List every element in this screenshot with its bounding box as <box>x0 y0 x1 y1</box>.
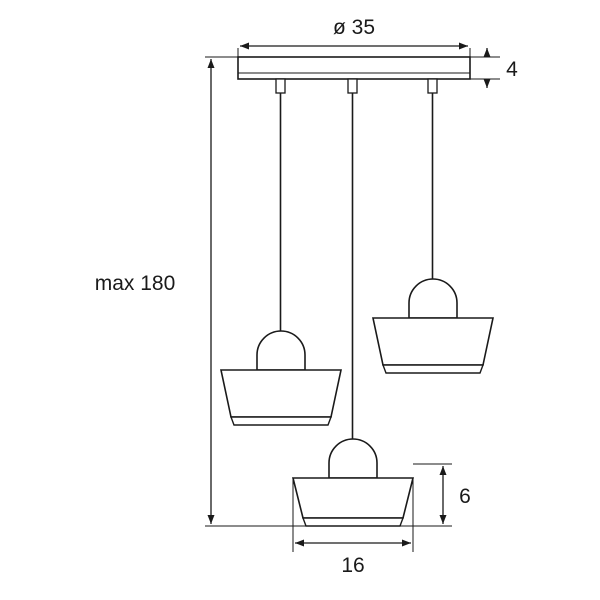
shade-center-rim <box>301 517 405 527</box>
shade-right-body <box>372 317 494 366</box>
label-max-drop: max 180 <box>95 272 176 295</box>
shade-left-rim <box>229 416 333 426</box>
socket-left <box>275 78 286 94</box>
shade-center <box>291 438 415 527</box>
label-diameter-top: ø 35 <box>333 16 375 39</box>
dimension-shade-height: 6 <box>400 463 471 527</box>
dimension-diameter-top: ø 35 <box>237 16 471 62</box>
label-shade-width: 16 <box>341 554 364 577</box>
canopy-body <box>237 56 471 80</box>
shade-right <box>372 278 494 374</box>
cords <box>279 93 434 460</box>
label-shade-height: 6 <box>459 485 471 508</box>
dimension-canopy-height: 4 <box>470 48 518 88</box>
shade-right-dome <box>408 278 458 319</box>
shade-left <box>220 330 342 426</box>
socket-right <box>427 78 438 94</box>
dimension-shade-width: 16 <box>292 478 414 577</box>
shade-left-body <box>220 369 342 418</box>
canopy-group <box>237 56 471 80</box>
shade-left-dome <box>256 330 306 371</box>
label-canopy-height: 4 <box>506 58 518 81</box>
shade-center-dome <box>328 438 378 479</box>
shade-right-rim <box>381 364 485 374</box>
cord-sockets <box>275 78 438 94</box>
socket-center <box>347 78 358 94</box>
shade-center-body <box>291 477 415 519</box>
dimension-max-drop: max 180 <box>95 56 306 527</box>
